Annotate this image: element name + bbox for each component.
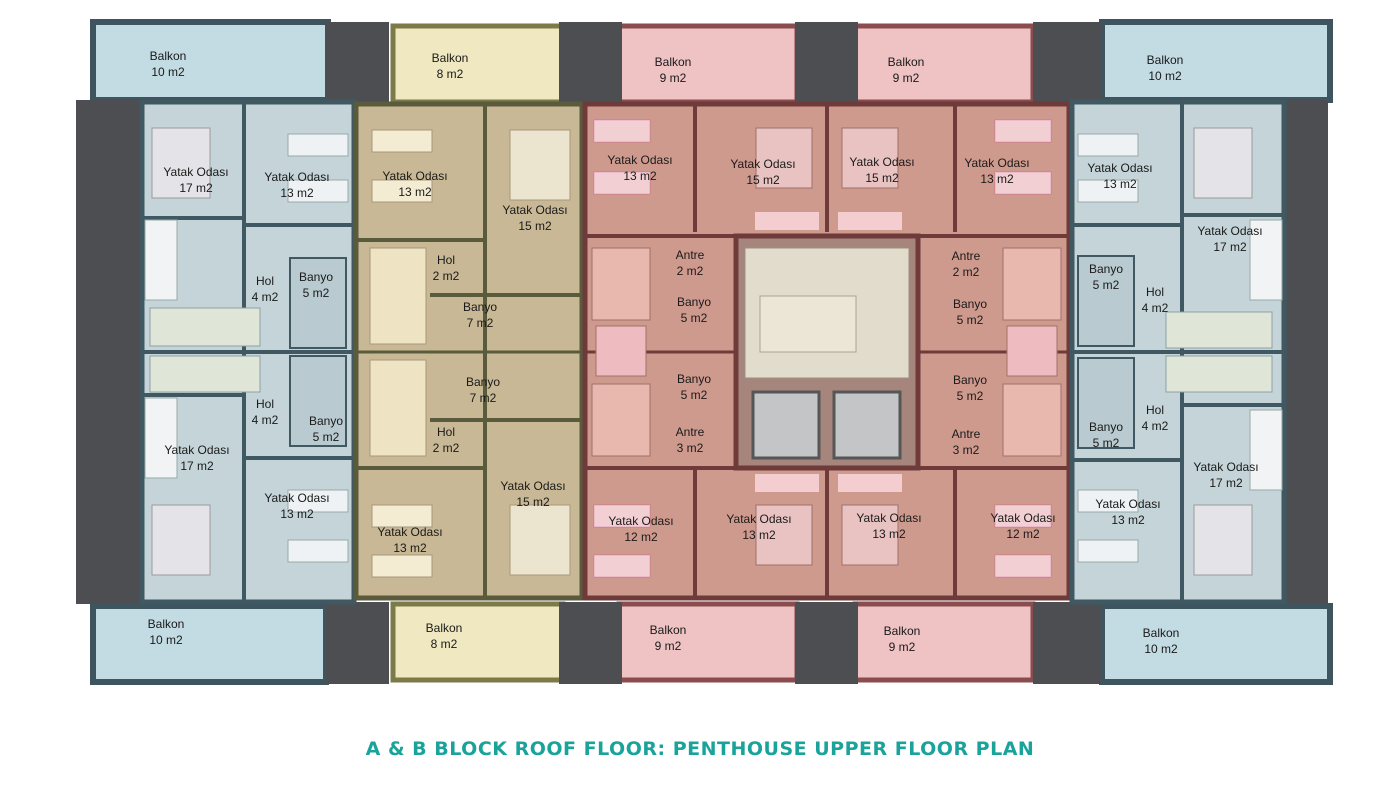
- bottom-balconies: [90, 601, 1333, 685]
- top-balconies: [90, 19, 1333, 105]
- left-outer-wall: [76, 100, 142, 604]
- wall-blocks-top: [326, 22, 1101, 104]
- unit-right-blue: [1069, 99, 1287, 605]
- stair-core: [733, 233, 921, 471]
- unit-left-blue: [139, 99, 357, 605]
- unit-left-yellow: [353, 101, 585, 601]
- plan-caption: A & B BLOCK ROOF FLOOR: PENTHOUSE UPPER …: [365, 738, 1035, 760]
- wall-blocks-bottom: [326, 602, 1101, 684]
